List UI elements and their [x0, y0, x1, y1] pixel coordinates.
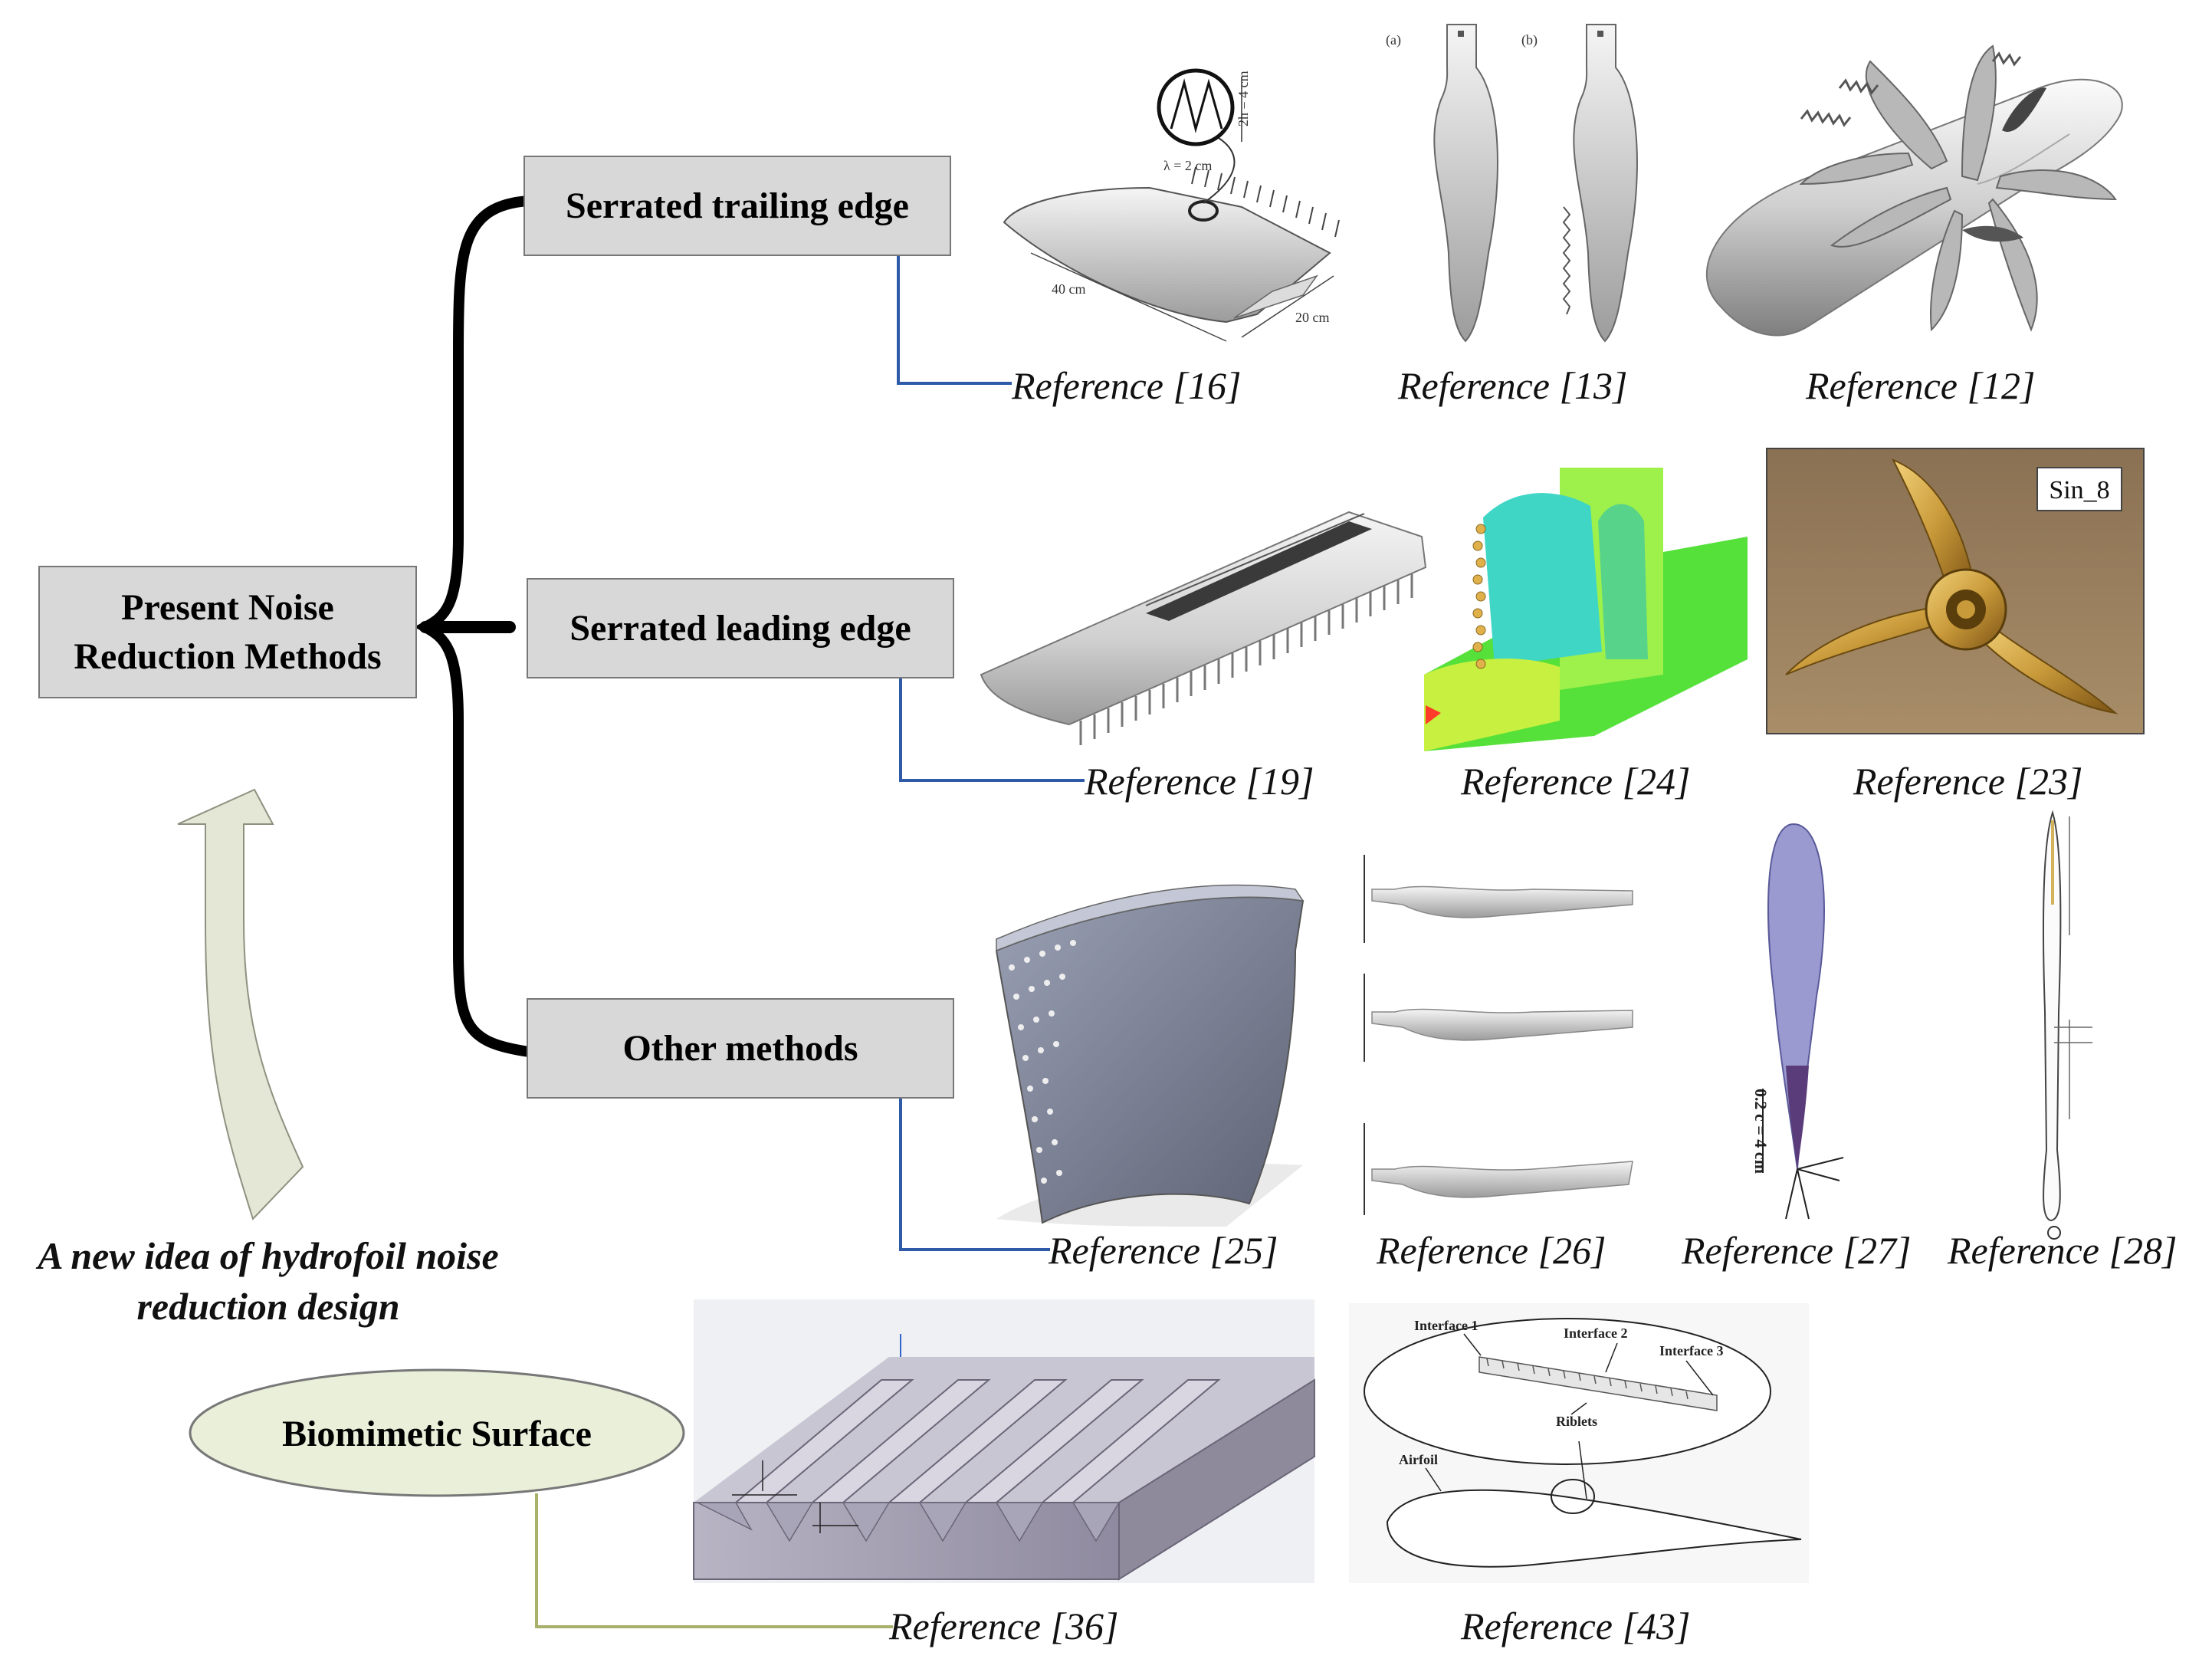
ref16-lambda-label: λ = 2 cm: [1163, 158, 1212, 173]
ref43-interface2: Interface 2: [1564, 1325, 1627, 1341]
branch-box-leading: Serrated leading edge: [527, 578, 954, 678]
image-ref13-blades: (a) (b): [1386, 24, 1638, 343]
ref-label-19: Reference [19]: [1085, 760, 1314, 803]
image-ref12-torpedo: [1705, 44, 2123, 337]
ref43-airfoil: Airfoil: [1399, 1452, 1438, 1467]
biomimetic-ellipse: [189, 1368, 685, 1497]
new-idea-line2: reduction design: [136, 1285, 400, 1328]
ref16-height-label: 2h = 4 cm: [1236, 71, 1251, 126]
ref13-b-label: (b): [1521, 32, 1538, 48]
ref27-dim-label: 0.2 c = 4 cm: [1751, 1089, 1771, 1174]
image-ref27-hydrofoil: 0.2 c = 4 cm: [1751, 823, 1844, 1220]
ref23-tag: Sin_8: [2049, 476, 2109, 504]
branch-box-trailing: Serrated trailing edge: [523, 156, 951, 256]
ref-label-16: Reference [16]: [1012, 364, 1242, 407]
root-box: Present Noise Reduction Methods: [38, 566, 417, 698]
image-ref19-leading-edge: [980, 511, 1427, 745]
up-arrow-icon: [177, 788, 304, 1220]
root-line2: Reduction Methods: [74, 636, 382, 677]
ref-label-13: Reference [13]: [1398, 364, 1628, 407]
ref-label-23: Reference [23]: [1853, 760, 2083, 803]
image-ref16-serrated-wing: 2h = 4 cm λ = 2 cm 40 cm 20 cm: [1003, 68, 1340, 342]
image-ref36-riblet-surface: [693, 1299, 1315, 1583]
ref16-span-label: 40 cm: [1052, 281, 1086, 297]
connector-trailing: [897, 255, 1012, 385]
ref-label-12: Reference [12]: [1806, 364, 2036, 407]
ref-label-27: Reference [27]: [1682, 1229, 1912, 1272]
ref-label-25: Reference [25]: [1049, 1229, 1278, 1272]
biomimetic-label: Biomimetic Surface: [282, 1414, 592, 1454]
branch-label-other: Other methods: [622, 1028, 858, 1069]
image-ref24-cfd-contour: [1424, 468, 1748, 751]
image-ref28-foil-drawing: [2042, 810, 2092, 1240]
ref-label-26: Reference [26]: [1377, 1229, 1606, 1272]
ref16-chord-label: 20 cm: [1295, 310, 1330, 325]
new-idea-caption: A new idea of hydrofoil noise reduction …: [15, 1230, 521, 1332]
new-idea-line1: A new idea of hydrofoil noise: [38, 1234, 499, 1277]
branch-label-leading: Serrated leading edge: [569, 608, 911, 649]
image-ref43-airfoil-riblets: Interface 1 Interface 2 Interface 3 Ribl…: [1349, 1303, 1809, 1583]
serration-teeth: [1191, 166, 1340, 238]
ref-label-24: Reference [24]: [1461, 760, 1691, 803]
image-ref25-perforated-panel: [995, 884, 1305, 1227]
connector-biomimetic: [535, 1493, 893, 1628]
connector-leading: [899, 676, 1085, 782]
image-ref26-blade-drawings: [1364, 855, 1633, 1215]
ref23-tag-box: [2036, 467, 2122, 511]
ref-label-28: Reference [28]: [1948, 1229, 2178, 1272]
ref-label-43: Reference [43]: [1461, 1605, 1691, 1647]
ref43-interface3: Interface 3: [1659, 1343, 1723, 1358]
ref43-interface1: Interface 1: [1414, 1318, 1478, 1333]
branch-label-trailing: Serrated trailing edge: [566, 186, 909, 226]
root-line1: Present Noise: [121, 586, 334, 628]
connector-other: [899, 1098, 1050, 1251]
ref43-riblets: Riblets: [1556, 1414, 1597, 1429]
ref-label-36: Reference [36]: [889, 1605, 1119, 1647]
branch-box-other: Other methods: [527, 998, 954, 1099]
ref13-a-label: (a): [1386, 32, 1401, 48]
